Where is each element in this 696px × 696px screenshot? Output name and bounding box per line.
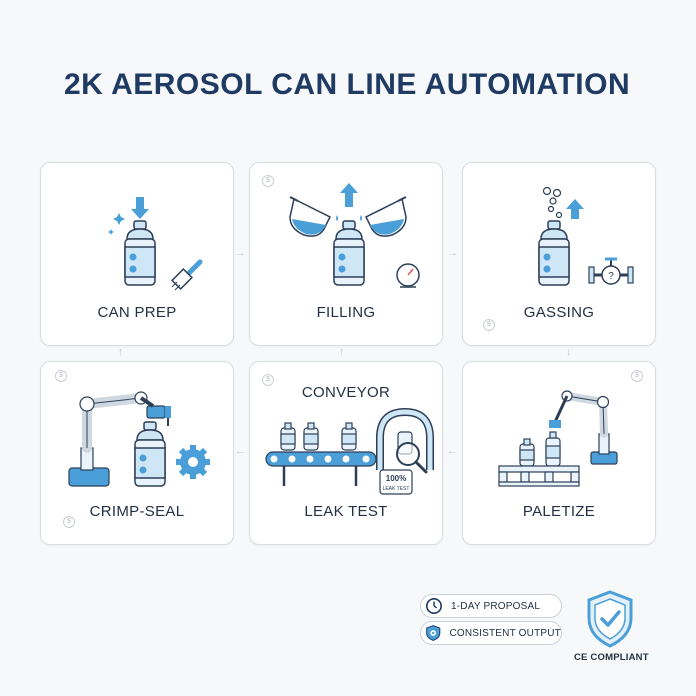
step-card-can-prep: CAN PREP [40,162,234,346]
flow-arrow-left: ← [447,445,458,457]
down-arrow-icon [131,197,149,219]
feature-pill-consistent-output: CONSISTENT OUTPUT [420,621,562,645]
aerosol-can-icon [134,421,166,487]
droplet-icon [360,215,362,221]
can-dot [338,253,346,261]
small-can-icon [303,422,319,451]
coin-icon: $ [483,319,495,331]
leak-test-badge: 100% LEAK TEST [379,469,413,495]
shield-check-icon [587,590,633,648]
svg-text:?: ? [608,271,614,282]
flow-arrow-right: → [235,247,246,259]
aerosol-can-icon [538,220,570,286]
up-arrow-icon [566,199,584,219]
step-label: LEAK TEST [304,503,388,520]
small-can-icon [519,438,535,467]
flow-arrow-down: ↓ [566,346,572,358]
step-card-gassing: ? $ GASSING [462,162,656,346]
coin-icon: $ [631,370,643,382]
step-card-filling: $ FILLING [249,162,443,346]
badge-percent: 100% [386,474,406,483]
coin-icon: $ [262,175,274,187]
step-card-paletize: $ PALETIZE [462,361,656,545]
coin-icon: $ [55,370,67,382]
can-prep-illustration [108,197,203,291]
up-arrow-icon [340,183,358,207]
gas-bubbles-icon [542,186,563,219]
step-label: CRIMP-SEAL [89,503,185,520]
droplet-icon [336,215,338,221]
small-can-icon [341,422,357,451]
step-label: CAN PREP [97,304,177,321]
clock-icon [425,597,443,615]
step-label: FILLING [316,304,376,321]
flow-arrow-right: → [447,247,458,259]
sparkle-icon [108,213,125,235]
step-label: PALETIZE [522,503,596,520]
magnifier-icon [396,442,428,474]
gear-shield-icon [426,625,441,641]
leak-test-illustration: 100% LEAK TEST [265,407,434,495]
small-can-icon [280,422,296,451]
gear-icon [176,445,210,479]
pressure-gauge-icon [396,263,420,288]
page-title: 2K AEROSOL CAN LINE AUTOMATION [64,68,631,101]
pallet-icon [498,465,580,487]
aerosol-can-icon [124,220,156,286]
coin-icon: $ [63,516,75,528]
step-card-leak-test: CONVEYOR [249,361,443,545]
feature-label: 1-DAY PROPOSAL [451,600,541,612]
coin-icon: $ [262,374,274,386]
filling-illustration [289,183,420,288]
feature-label: CONSISTENT OUTPUT [449,627,561,639]
can-dot [543,253,551,261]
flow-arrow-up: ↑ [339,346,345,358]
valve-icon: ? [588,257,634,285]
small-can-icon [545,431,561,467]
aerosol-can-icon [333,220,365,286]
can-dot [338,265,346,273]
badge-caption: LEAK TEST [383,486,410,492]
ce-compliant-label: CE COMPLIANT [574,652,649,663]
can-dot [139,454,147,462]
crimp-seal-illustration [68,391,210,487]
can-dot [129,253,137,261]
conveyor-label: CONVEYOR [301,384,391,401]
beaker-right-icon [364,196,407,237]
can-dot [139,466,147,474]
step-label: GASSING [523,304,595,321]
paletize-illustration [498,390,618,487]
can-dot [543,265,551,273]
flow-arrow-left: ← [235,445,246,457]
gassing-illustration: ? [538,186,634,286]
robot-arm-icon [549,390,618,465]
conveyor-belt-icon [265,451,377,486]
step-card-crimp-seal: $ $ CRIMP-SEAL [40,361,234,545]
flow-arrow-up: ↑ [118,346,124,358]
brush-icon [171,259,203,291]
feature-pill-1-day-proposal: 1-DAY PROPOSAL [420,594,562,618]
beaker-left-icon [289,196,332,237]
can-dot [129,265,137,273]
robot-arm-icon [68,391,171,487]
